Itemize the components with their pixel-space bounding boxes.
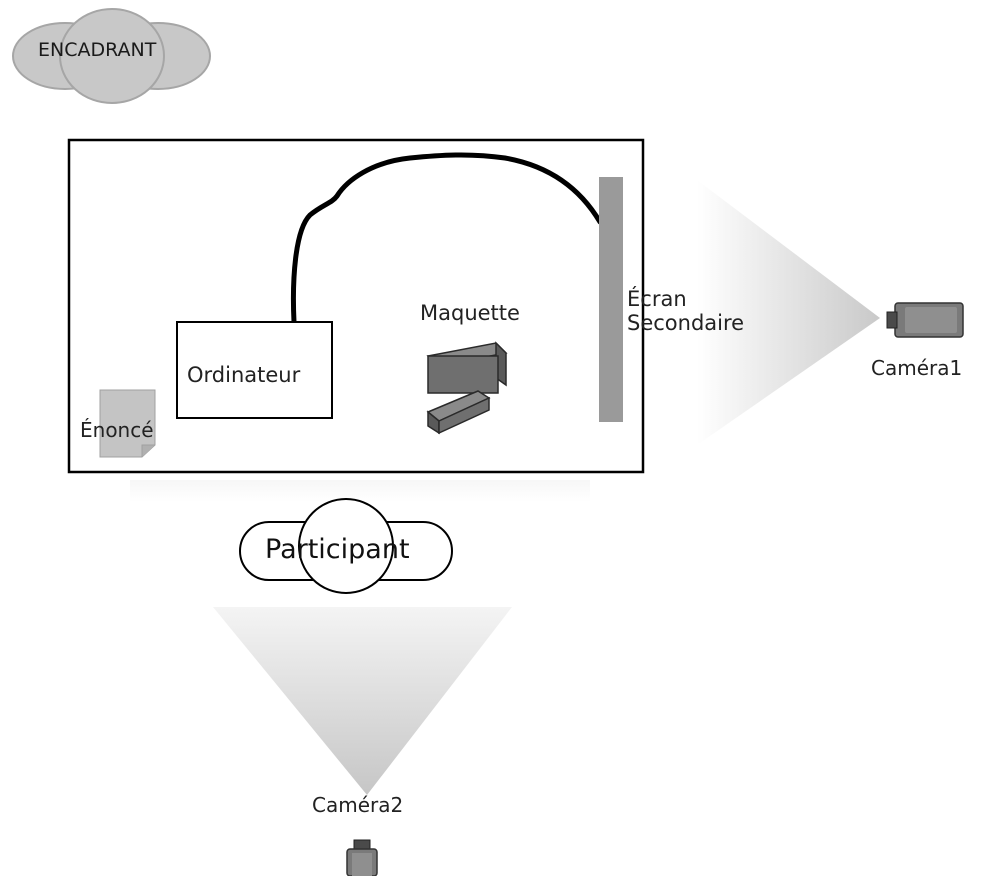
camera2-field-of-view: [213, 607, 512, 795]
cable: [290, 152, 603, 325]
ecran-label-line2: Secondaire: [627, 311, 745, 336]
maquette-model: [426, 341, 508, 435]
secondary-screen: [599, 177, 623, 422]
encadrant-head: [59, 8, 165, 104]
ordinateur-label: Ordinateur: [187, 363, 301, 387]
ecran-label-line1: Écran: [627, 287, 687, 311]
secondary-screen-label: Écran Secondaire: [627, 287, 744, 335]
document-icon: [99, 389, 156, 458]
person-icon: [239, 498, 453, 594]
ordinateur-box: [176, 321, 333, 419]
participant-head: [298, 498, 394, 594]
room-shadow: [130, 480, 590, 502]
camera2-label: Caméra2: [312, 793, 404, 817]
enonce-label: Énoncé: [80, 418, 154, 442]
camera1-field-of-view: [697, 180, 880, 445]
encadrant-label: ENCADRANT: [38, 39, 157, 61]
room-border: [67, 138, 645, 474]
participant-label: Participant: [265, 534, 410, 565]
camera-icon: [886, 302, 964, 338]
camera1-label: Caméra1: [871, 356, 963, 380]
encadrant-figure: [12, 8, 211, 104]
maquette-label: Maquette: [420, 301, 520, 325]
camera-icon: [346, 839, 378, 876]
